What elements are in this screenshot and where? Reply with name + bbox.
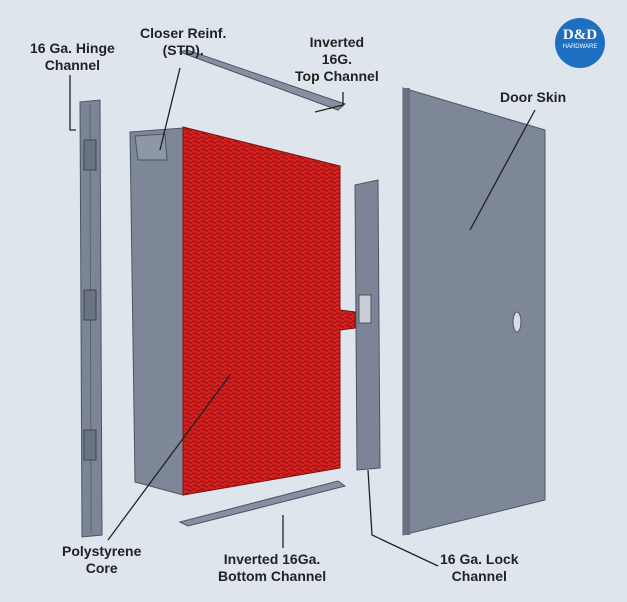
brand-logo: D&D HARDWARE	[555, 18, 605, 68]
logo-text: D&D	[562, 27, 598, 43]
label-top-channel: Inverted 16G. Top Channel	[295, 34, 379, 84]
closer-reinforcement	[129, 127, 184, 496]
leader-lines	[69, 67, 536, 567]
lock-channel	[354, 179, 381, 471]
polystyrene-core	[182, 126, 356, 496]
label-bottom-channel: Inverted 16Ga. Bottom Channel	[218, 551, 327, 584]
label-lock-channel: 16 Ga. Lock Channel	[440, 551, 519, 584]
label-core: Polystyrene Core	[62, 543, 142, 576]
logo-subtext: HARDWARE	[562, 44, 598, 50]
label-door-skin: Door Skin	[500, 89, 567, 105]
label-closer-reinf: Closer Reinf. (STD).	[140, 25, 227, 58]
bottom-channel	[178, 480, 347, 527]
label-hinge-channel: 16 Ga. Hinge Channel	[30, 40, 115, 73]
top-channel	[178, 49, 346, 111]
hinge-channel	[79, 99, 103, 538]
door-skin	[402, 87, 546, 536]
